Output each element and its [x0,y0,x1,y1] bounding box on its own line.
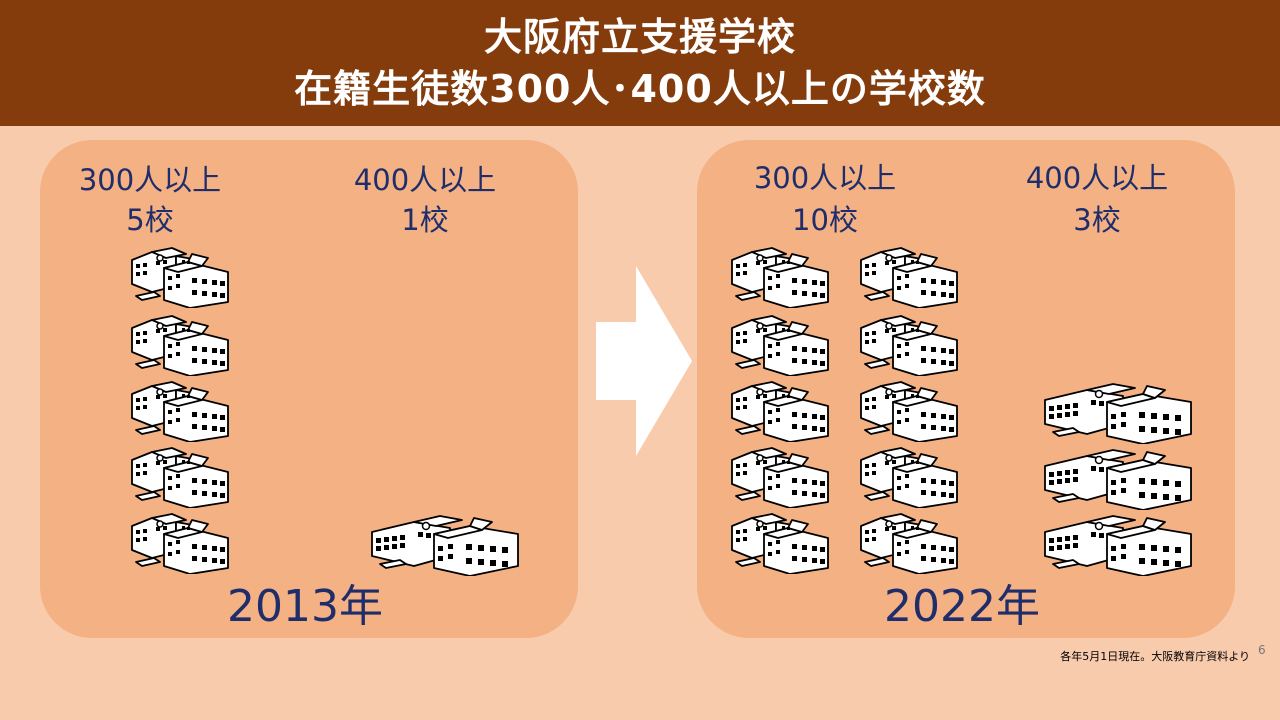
school-building-icon [130,380,230,442]
count-400-2013: 1校 [401,203,449,237]
school-building-icon [130,512,230,574]
label-400-2022: 400人以上 [1025,161,1169,195]
school-building-icon [730,446,830,508]
school-building-icon [730,246,830,308]
school-building-icon [730,314,830,376]
source-note: 各年5月1日現在。大阪教育庁資料より [1060,650,1250,663]
panel-2022: 300人以上 10校 400人以上 3校 2022年 [697,140,1235,638]
year-2013: 2013年 [227,581,383,632]
page-number: 6 [1258,643,1266,657]
school-building-icon [130,446,230,508]
title-line-1: 大阪府立支援学校 [483,15,796,59]
school-building-icon [730,380,830,442]
large-school-building-icon [1043,380,1193,444]
count-300-2013: 5校 [126,203,174,237]
label-300-2022: 300人以上 [753,161,897,195]
label-400-2013: 400人以上 [353,163,497,197]
arrow-right-icon [596,266,692,456]
school-building-icon [730,512,830,574]
school-building-icon [130,246,230,308]
school-building-icon [130,314,230,376]
school-building-icon [859,314,959,376]
count-400-2022: 3校 [1073,203,1121,237]
school-building-icon [859,380,959,442]
panel-2013: 300人以上 5校 400人以上 1校 2013年 [40,140,578,638]
count-300-2022: 10校 [792,203,858,237]
label-300-2013: 300人以上 [78,163,222,197]
title-banner: 大阪府立支援学校 在籍生徒数300人･400人以上の学校数 [0,0,1280,126]
school-building-icon [859,446,959,508]
large-school-building-icon [1043,446,1193,510]
large-school-building-icon [370,512,520,576]
year-2022: 2022年 [884,581,1040,632]
school-building-icon [859,512,959,574]
title-line-2: 在籍生徒数300人･400人以上の学校数 [294,67,986,111]
large-school-building-icon [1043,512,1193,576]
school-building-icon [859,246,959,308]
